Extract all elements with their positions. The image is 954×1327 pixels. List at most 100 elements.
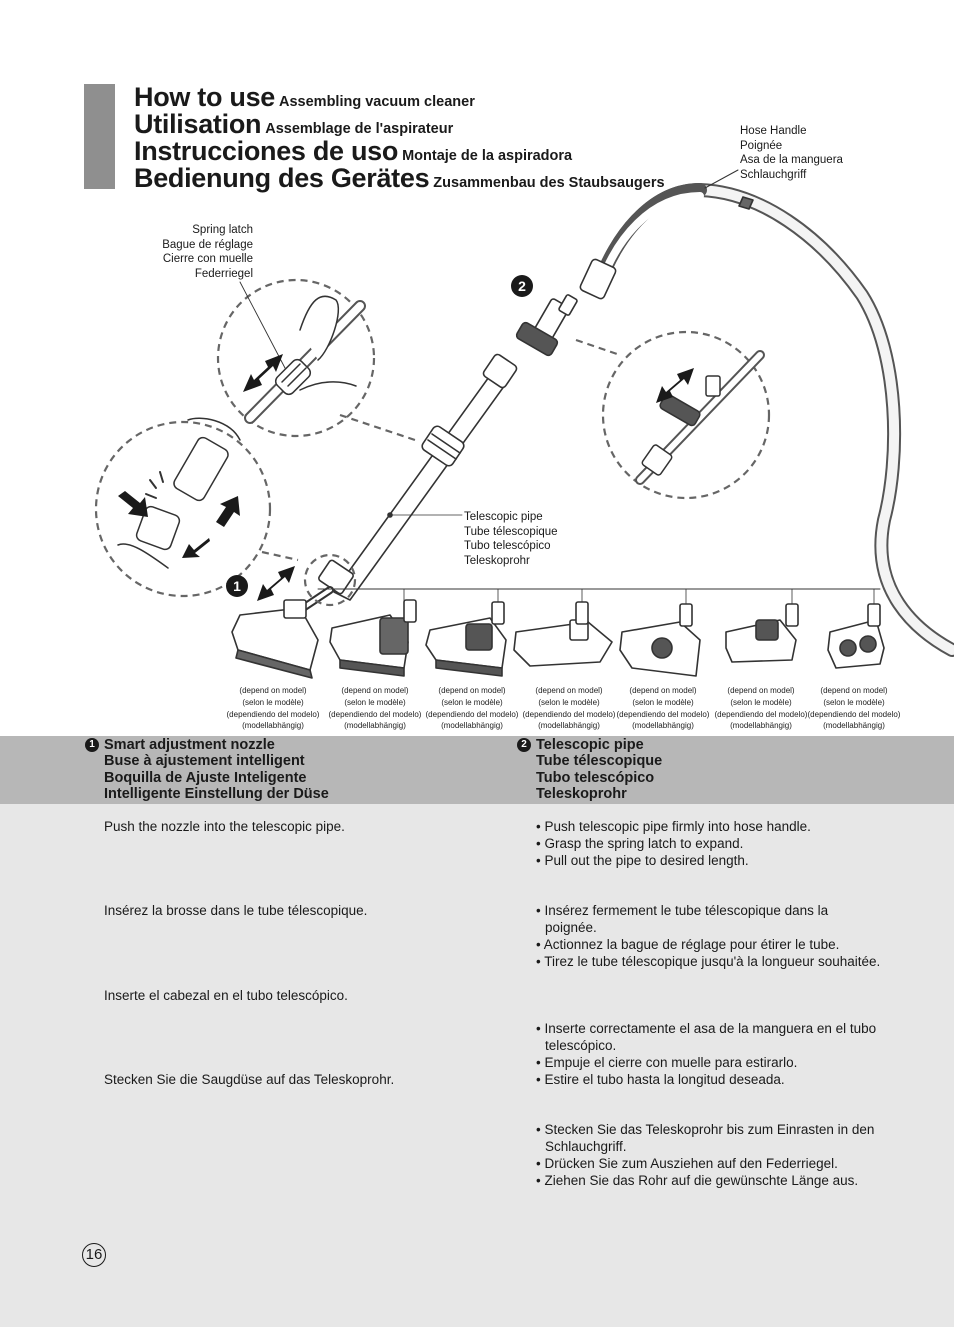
direction-arrows [118,354,694,601]
note-line: (modellabhängig) [538,721,600,731]
note-line: (modellabhängig) [242,721,304,731]
note-line: (modellabhängig) [730,721,792,731]
label-line: Schlauchgriff [740,168,807,181]
marker-one: 1 [226,575,248,597]
label-line: Tube télescopique [464,525,558,538]
pipe-instructions-en: • Push telescopic pipe firmly into hose … [536,818,881,869]
list-item: • Ziehen Sie das Rohr auf die gewünschte… [536,1173,859,1188]
list-item: • Push telescopic pipe firmly into hose … [536,819,811,834]
nozzle-option-2-icon [425,601,507,677]
section-number-badge: 1 [85,738,99,752]
label-line: Federriegel [194,267,253,280]
nozzle-instruction-de: Stecken Sie die Saugdüse auf das Telesko… [104,1072,395,1087]
note-line: (selon le modèle) [730,697,792,707]
list-item: • Tirez le tube télescopique jusqu'à la … [536,954,881,969]
note-line: (dependiendo del modelo) [807,709,901,719]
instructions-panel [0,804,954,1327]
list-item: • Pull out the pipe to desired length. [536,853,749,868]
note-line: (selon le modèle) [242,697,304,707]
arrow-icon [182,538,210,558]
note-line: (dependiendo del modelo) [616,709,710,719]
nozzle-instruction-fr: Insérez la brosse dans le tube télescopi… [104,903,368,918]
list-item: • Empuje el cierre con muelle para estir… [536,1055,798,1070]
list-item: • Inserte correctamente el asa de la man… [536,1021,877,1053]
nozzle-option-3-icon [513,601,613,667]
assembly-illustration: 2 1 [94,169,954,679]
note-line: (dependiendo del modelo) [522,709,616,719]
marker-two-number: 2 [518,278,526,294]
note-line: (depend on model) [727,686,795,695]
note-line: (selon le modèle) [538,697,600,707]
label-line: Teleskoprohr [464,554,530,567]
model-note: (depend on model) (selon le modèle) (depen… [327,685,423,732]
note-line: (dependiendo del modelo) [425,709,519,719]
marker-one-number: 1 [233,578,241,594]
nozzle-section-heading: 1 Smart adjustment nozzle Buse à ajustem… [85,737,329,802]
note-line: (depend on model) [239,686,307,695]
nozzle-option-1-icon [329,599,417,677]
label-line: Hose Handle [740,125,807,137]
nozzle-option-6-icon [827,603,885,669]
note-line: (modellabhängig) [823,721,885,731]
label-line: Bague de réglage [162,238,253,251]
note-line: (depend on model) [341,686,409,695]
double-arrow-icon [243,354,283,392]
label-line: Spring latch [192,224,253,236]
telescopic-pipe-icon [318,353,518,601]
note-line: (modellabhängig) [441,721,503,731]
arrow-icon [118,491,148,517]
note-line: (depend on model) [629,686,697,695]
title-sub: Assemblage de l'aspirateur [265,121,454,137]
nozzle-option-4-icon [619,603,701,677]
model-note: (depend on model)(selon le modèle)(depen… [225,685,321,732]
nozzle-instruction-en: Push the nozzle into the telescopic pipe… [104,819,345,834]
heading-line: Tubo telescópico [536,769,655,786]
label-line: Poignée [740,139,783,152]
note-line: (selon le modèle) [344,697,406,707]
nozzle-icon [231,599,319,679]
heading-line: Intelligente Einstellung der Düse [104,785,329,802]
title-sub: Zusammenbau des Staubsaugers [433,175,665,191]
list-item: • Stecken Sie das Teleskoprohr bis zum E… [536,1122,875,1154]
double-arrow-icon [656,368,694,403]
telescopic-pipe-label: Telescopic pipe Tube télescopique Tubo t… [464,510,558,568]
pipe-instructions-es: • Inserte correctamente el asa de la man… [536,1020,881,1088]
title-main: How to use [134,82,276,112]
note-line: (selon le modèle) [823,697,885,707]
nozzle-instruction-es: Inserte el cabezal en el tubo telescópic… [104,988,348,1003]
hose-icon [593,183,954,657]
heading-line: Telescopic pipe [536,737,644,753]
model-note: (depend on model)(selon le modèle)(depen… [806,685,902,732]
page-number: 16 [82,1243,106,1267]
heading-line: Boquilla de Ajuste Inteligente [104,769,307,786]
heading-line: Tube télescopique [536,753,663,770]
model-note: (depend on model)(selon le modèle)(depen… [713,685,809,732]
zoom-circle-pipe-end [303,553,357,607]
header-color-bar [84,84,115,189]
pipe-instructions-de: • Stecken Sie das Teleskoprohr bis zum E… [536,1121,881,1189]
model-note: (depend on model)(selon le modèle)(depen… [615,685,711,732]
note-line: (depend on model) [535,686,603,695]
note-line: (modellabhängig) [632,721,694,731]
hose-handle-label: Hose Handle Poignée Asa de la manguera S… [740,124,843,182]
note-line: (dependiendo del modelo) [328,709,422,719]
title-sub: Assembling vacuum cleaner [279,94,475,110]
label-line: Tubo telescópico [464,540,551,552]
marker-two: 2 [511,275,533,297]
note-line: (modellabhängig) [344,721,406,731]
list-item: • Drücken Sie zum Ausziehen auf den Fede… [536,1156,838,1171]
title-main: Bedienung des Gerätes [134,163,430,193]
list-item: • Estire el tubo hasta la longitud desea… [536,1072,785,1087]
double-arrow-icon [257,566,295,601]
pipe-section-heading: 2 Telescopic pipe Tube télescopique Tubo… [517,737,663,802]
section-number-badge: 2 [517,738,531,752]
note-line: (selon le modèle) [441,697,503,707]
label-line: Asa de la manguera [740,154,843,166]
nozzle-option-5-icon [725,603,799,663]
list-item: • Grasp the spring latch to expand. [536,836,744,851]
list-item: • Insérez fermement le tube télescopique… [536,903,829,935]
heading-line: Buse à ajustement intelligent [104,753,305,770]
